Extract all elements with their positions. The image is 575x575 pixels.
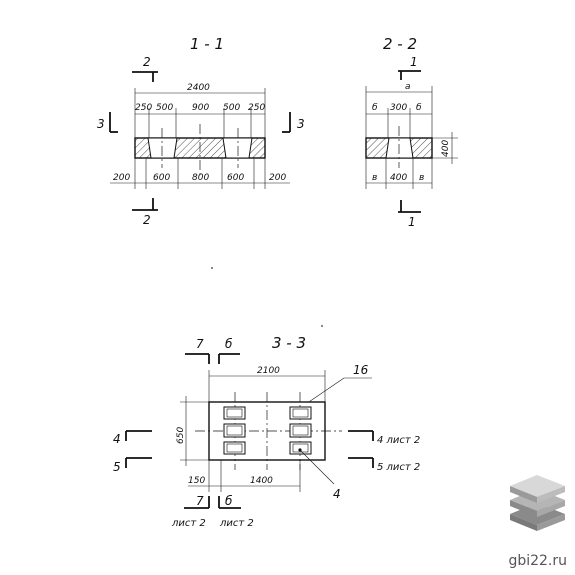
dimension-text: 800 (192, 173, 209, 183)
cut-mark-3-right: 3 (282, 112, 305, 133)
cut-mark-5-right: 5 лист 2 (348, 457, 420, 473)
dimension-text: 200 (269, 173, 286, 183)
cut-mark-1-bottom: 1 (398, 200, 421, 229)
logo-slab-side (510, 486, 537, 503)
logo-slab-side (537, 486, 565, 503)
scan-speck (211, 267, 213, 269)
cut-mark-4-left: 4 (113, 430, 152, 446)
logo-slab-side (537, 500, 565, 517)
callout-label: 4 (333, 487, 341, 501)
cut-mark-label: б (225, 337, 233, 351)
dimension-text: 2100 (257, 366, 280, 376)
section-2-2: 2 - 2 1 a б 300 б (365, 35, 458, 229)
dimension-chain-bottom: в 400 в (365, 158, 433, 189)
dimension-text: 500 (223, 103, 240, 113)
dimension-text: 400 (390, 173, 407, 183)
scan-speck (321, 325, 323, 327)
section-3-3-title: 3 - 3 (272, 334, 306, 352)
dimension-text: 200 (113, 173, 130, 183)
cut-mark-label: 3 (297, 117, 305, 131)
cut-mark-label: 4 (113, 432, 121, 446)
cut-mark-3-left: 3 (97, 112, 118, 133)
brand-text[interactable]: gbi22.ru (508, 553, 567, 569)
logo-slab-side (510, 500, 537, 517)
dimension-text: a (405, 82, 411, 92)
dimension-text: 300 (390, 103, 407, 113)
dimension-text: 1400 (250, 476, 273, 486)
cut-mark-label: 1 (410, 55, 418, 69)
cut-mark-label: 7 (196, 494, 204, 508)
section-2-2-title: 2 - 2 (383, 35, 417, 53)
callout-4: 4 (299, 449, 341, 501)
section-1-1: 1 - 1 2 2400 250 500 900 500 250 (97, 35, 305, 227)
dimension-text: в (372, 173, 377, 183)
dimension-text: 2400 (187, 83, 210, 93)
dimension-height: 400 (432, 132, 458, 164)
dimension-text: 250 (248, 103, 265, 113)
cut-mark-label: 7 (196, 337, 204, 351)
block-section-2-2 (365, 126, 433, 168)
cut-mark-label: 2 (143, 213, 151, 227)
dimension-overall: 2100 (208, 366, 326, 402)
dimension-text: 150 (188, 476, 205, 486)
sheet-ref-right: лист 2 (219, 518, 254, 529)
dimension-chain-top: 250 500 900 500 250 (135, 103, 265, 138)
logo-slab-side (510, 514, 537, 531)
dimension-text: 500 (156, 103, 173, 113)
dimension-text: в (419, 173, 424, 183)
section-1-1-title: 1 - 1 (190, 35, 224, 53)
cut-mark-7-bottom: 7 (184, 494, 210, 509)
dimension-text: 600 (227, 173, 244, 183)
dimension-overall: a (365, 82, 433, 138)
dimension-text: 650 (176, 427, 186, 444)
plan-block (195, 392, 342, 470)
cut-mark-label: 5 (113, 460, 121, 474)
cut-mark-label: 2 (143, 55, 151, 69)
dimension-text: 600 (153, 173, 170, 183)
cut-mark-label: 3 (97, 117, 105, 131)
dimension-text: 400 (441, 140, 451, 157)
logo-slab-side (537, 514, 565, 531)
cut-mark-6-top: б (218, 337, 240, 364)
cut-mark-2-top: 2 (132, 55, 158, 82)
cut-mark-6-bottom: б (218, 494, 241, 509)
dimension-text: б (416, 103, 422, 113)
cut-mark-4-right: 4 лист 2 (348, 430, 420, 446)
cut-mark-2-bottom: 2 (132, 198, 158, 227)
cut-mark-1-top: 1 (398, 55, 421, 80)
dimension-side: 650 (176, 396, 209, 466)
stacked-slabs-logo (510, 475, 565, 531)
callout-label: 16 (353, 363, 369, 377)
section-3-3: 3 - 3 7 б 2100 16 (113, 334, 420, 529)
dimension-chain-top: б 300 б (366, 103, 432, 138)
dimension-text: 250 (135, 103, 152, 113)
cut-mark-label: 5 лист 2 (377, 462, 420, 473)
cut-mark-label: б (225, 494, 233, 508)
dimension-text: б (372, 103, 378, 113)
sheet-ref-left: лист 2 (171, 518, 206, 529)
dimension-chain-bottom: 200 600 800 600 200 (110, 158, 290, 189)
block-section-1-1 (134, 124, 266, 175)
dimension-chain-bottom: 150 1400 (188, 460, 301, 492)
cut-mark-5-left: 5 (113, 457, 152, 474)
callout-16: 16 (299, 363, 372, 409)
dimension-text: 900 (192, 103, 209, 113)
logo-slab-top (510, 475, 565, 497)
cut-mark-label: 1 (408, 215, 416, 229)
cut-mark-label: 4 лист 2 (377, 435, 420, 446)
dimension-overall: 2400 (134, 83, 266, 138)
cut-mark-7-top: 7 (185, 337, 210, 364)
